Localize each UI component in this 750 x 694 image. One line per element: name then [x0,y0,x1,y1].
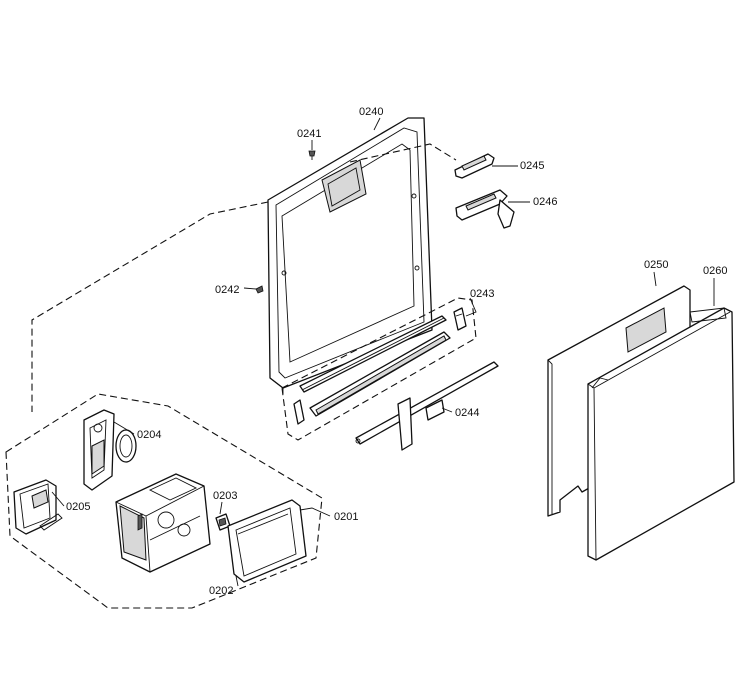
callout-0243: 0243 [470,288,494,300]
callout-0250: 0250 [644,259,668,271]
callout-0242: 0242 [215,284,239,296]
side-clip-left [293,399,305,425]
seal-strip-upper [299,315,447,393]
callout-0204: 0204 [137,429,161,441]
cover-plate-0205 [13,479,63,535]
callout-0205: 0205 [66,501,90,513]
callout-0240: 0240 [359,106,383,118]
callout-0245: 0245 [520,160,544,172]
latch-part-0246 [455,189,515,229]
gasket-frame-0202 [227,499,307,583]
knob-0203 [215,513,231,531]
frame-part-0204 [83,409,115,491]
rail-assembly-0244 [355,361,499,451]
group-boundary-0243 [281,297,477,441]
callout-0201: 0201 [334,511,358,523]
outer-panel-0260 [587,307,735,561]
connector-door-to-latches [349,143,457,163]
callout-0202: 0202 [209,585,233,597]
dispenser-module [115,473,211,573]
latch-part-0245 [454,153,495,179]
callout-0203: 0203 [213,490,237,502]
ring-gasket-0204 [115,429,137,463]
group-boundary-module [5,393,323,609]
callout-0244: 0244 [455,407,479,419]
connector-door-to-module-group [31,201,269,412]
callout-0260: 0260 [703,265,727,277]
screw-0242 [255,285,264,294]
seal-strip-lower [309,331,451,417]
side-clip-0243 [453,307,467,331]
callout-0241: 0241 [297,128,321,140]
leader-lines [51,117,715,587]
callout-0246: 0246 [533,196,557,208]
screw-0241 [308,150,316,160]
